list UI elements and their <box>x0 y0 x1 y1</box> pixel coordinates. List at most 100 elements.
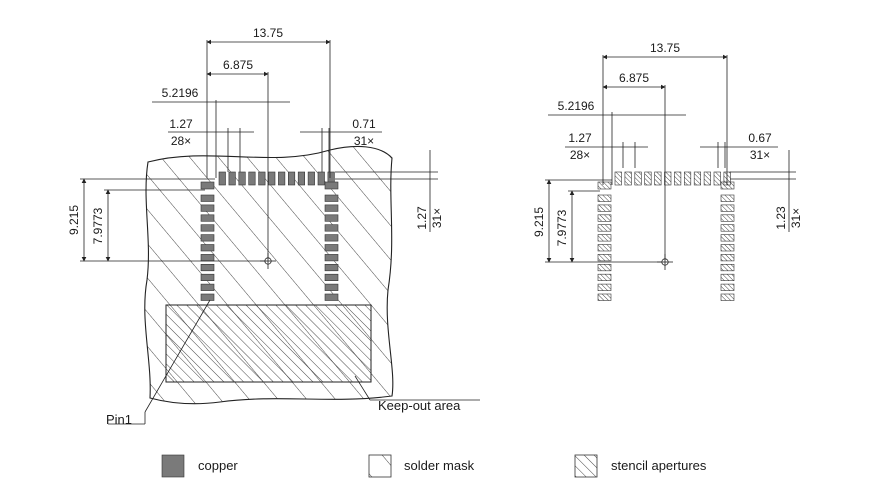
pad-right <box>720 214 735 222</box>
pad-top <box>238 171 246 186</box>
dim-overall-width: 13.75 <box>253 26 283 40</box>
pad-top <box>317 171 325 186</box>
dim-count-side: 31× <box>430 208 444 228</box>
pad-right <box>324 254 339 262</box>
pad-right <box>720 254 735 262</box>
pad-right <box>720 293 735 301</box>
pad-top <box>713 171 721 186</box>
keepout-area <box>165 304 372 383</box>
pad-top <box>297 171 306 186</box>
pad-left <box>597 254 612 262</box>
pad-top <box>634 171 642 186</box>
dim-count-side-top: 31× <box>354 134 374 148</box>
pad-left <box>597 214 612 222</box>
pad-right <box>324 283 339 291</box>
pad-right <box>324 214 339 222</box>
pad-top <box>307 171 315 186</box>
legend: copper solder mask stencil apertures <box>161 454 707 478</box>
pad-left <box>597 293 612 301</box>
pad-right <box>324 263 339 272</box>
dim-pitch-top: 1.27 <box>169 117 193 131</box>
pad-top <box>278 171 286 186</box>
pad-top <box>258 171 266 186</box>
dim-count-top-right: 28× <box>570 148 590 162</box>
pad-corner <box>720 181 735 190</box>
pad-top <box>287 171 296 186</box>
dim-pitch-top-right: 1.27 <box>568 131 592 145</box>
pad-top <box>268 171 276 186</box>
left-pads <box>200 171 339 301</box>
dim-pad-width-top-right: 0.67 <box>748 131 772 145</box>
pad-left <box>200 293 215 301</box>
pad-top <box>624 171 632 186</box>
dim-vertical-inner-right: 7.9773 <box>555 209 569 246</box>
dim-overall-width-right: 13.75 <box>650 41 680 55</box>
pad-left <box>200 234 215 242</box>
pad-left <box>200 194 215 202</box>
pad-top <box>674 171 682 186</box>
legend-stencil-label: stencil apertures <box>611 458 707 473</box>
pad-right <box>720 273 735 282</box>
pad-right <box>324 244 339 252</box>
pad-left <box>200 283 215 291</box>
dim-count-side-top-right: 31× <box>750 148 770 162</box>
pad-top <box>614 171 622 186</box>
pad-right <box>324 224 339 232</box>
pad-left <box>597 204 612 212</box>
pad-right <box>720 204 735 212</box>
pad-top <box>664 171 672 186</box>
right-pads <box>597 171 735 301</box>
pad-left <box>597 263 612 272</box>
pad-top <box>218 171 226 186</box>
legend-copper-swatch <box>161 454 185 478</box>
left-view: 13.75 6.875 5.2196 1.27 28× 0.71 31× 9.2… <box>67 26 480 427</box>
dim-count-top: 28× <box>171 134 191 148</box>
legend-solder-mask-swatch <box>368 454 392 478</box>
pad-left <box>597 283 612 291</box>
pad-right <box>720 244 735 252</box>
dim-count-side-right: 31× <box>789 208 803 228</box>
dim-pin1-offset-right: 5.2196 <box>558 99 595 113</box>
legend-solder-mask-label: solder mask <box>404 458 475 473</box>
dim-half-width-right: 6.875 <box>619 71 649 85</box>
pad-right <box>324 273 339 282</box>
pad-left <box>597 224 612 232</box>
pad-right <box>324 293 339 301</box>
pad-left <box>200 273 215 282</box>
pad-corner <box>324 181 339 190</box>
pad-right <box>720 194 735 202</box>
dim-vertical-inner: 7.9773 <box>91 207 105 244</box>
pad-left <box>200 214 215 222</box>
pad-top <box>644 171 652 186</box>
right-view: 13.75 6.875 5.2196 1.27 28× 0.67 31× 9.2… <box>532 41 803 301</box>
dim-vertical-overall-right: 9.215 <box>532 207 546 237</box>
pad-left <box>597 244 612 252</box>
pad-right <box>720 283 735 291</box>
pad-left <box>597 234 612 242</box>
legend-stencil-swatch <box>574 454 598 478</box>
pad-left <box>200 244 215 252</box>
label-keepout: Keep-out area <box>378 398 461 413</box>
legend-copper-label: copper <box>198 458 238 473</box>
pad-right <box>720 234 735 242</box>
dim-pin1-offset: 5.2196 <box>162 86 199 100</box>
pad-top <box>228 171 236 186</box>
pad-top <box>248 171 256 186</box>
pad-top <box>654 171 662 186</box>
dim-vertical-overall: 9.215 <box>67 205 81 235</box>
dim-pad-side-right: 1.23 <box>774 206 788 230</box>
pad-left <box>200 263 215 272</box>
pad-left <box>597 273 612 282</box>
pad-right <box>324 194 339 202</box>
pad-top <box>703 171 711 186</box>
dim-pad-width-top: 0.71 <box>352 117 376 131</box>
pad-right <box>720 263 735 272</box>
pad-left <box>200 254 215 262</box>
pad-corner <box>200 181 215 190</box>
pad-corner <box>597 181 612 190</box>
pad-left <box>200 204 215 212</box>
label-pin1: Pin1 <box>106 412 132 427</box>
pad-right <box>720 224 735 232</box>
dim-half-width: 6.875 <box>223 58 253 72</box>
